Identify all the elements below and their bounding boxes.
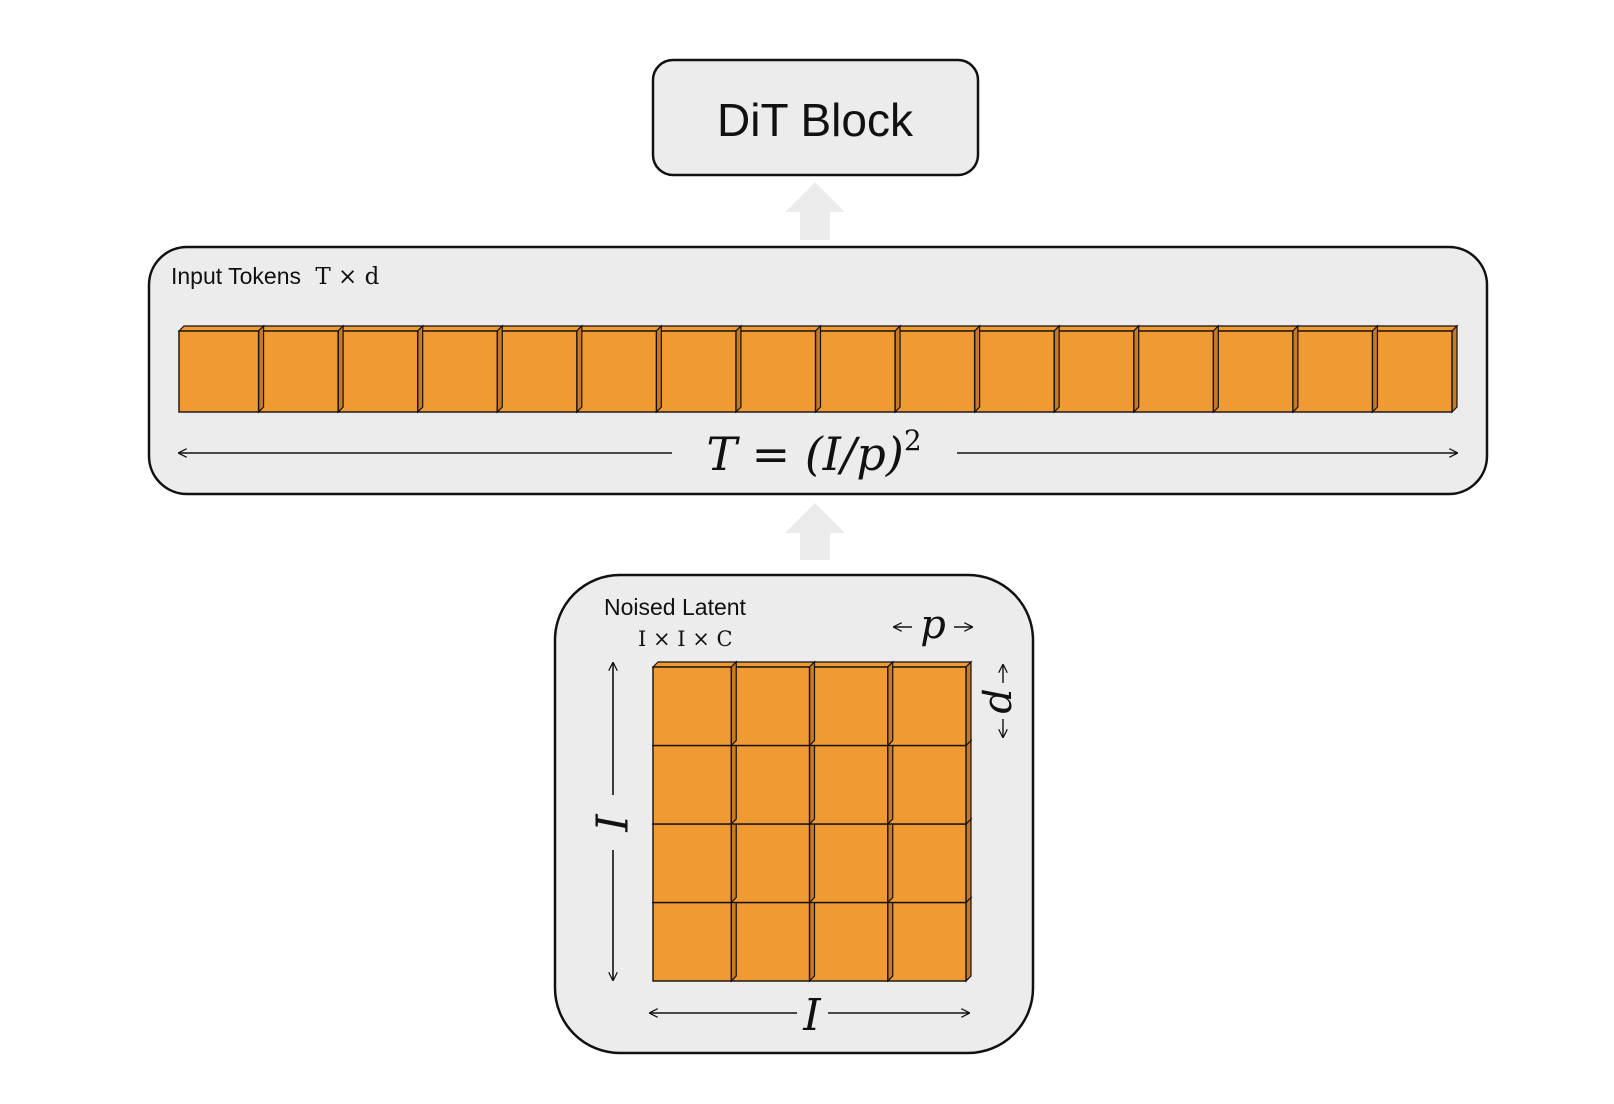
patch-height-label: p (980, 688, 1026, 714)
token-cube (416, 324, 504, 414)
latent-patch (808, 896, 895, 983)
latent-patch (651, 896, 738, 983)
token-cube (257, 324, 345, 414)
token-cube (1211, 324, 1300, 414)
token-cube (1291, 324, 1379, 414)
token-cube (575, 324, 663, 414)
latent-patch (729, 660, 816, 747)
up-arrow-to-tokens (785, 503, 845, 560)
latent-patch (651, 660, 738, 747)
token-cube (1052, 324, 1141, 414)
latent-patch (651, 739, 738, 826)
noised-latent-title: Noised Latent (604, 594, 747, 620)
latent-patch (886, 660, 973, 747)
dit-block-label: DiT Block (717, 94, 914, 146)
token-cube (1370, 324, 1459, 414)
dit-block-box: DiT Block (651, 58, 980, 177)
latent-patch (729, 739, 816, 826)
input-tokens-panel: Input Tokens T × d T = (I/p)2 (147, 245, 1489, 496)
latent-patch (808, 739, 895, 826)
token-cube (734, 324, 822, 414)
token-cube (336, 324, 425, 414)
token-cube (814, 324, 902, 414)
latent-width-label: I (802, 990, 822, 1041)
latent-patch (651, 817, 738, 904)
latent-patch (729, 896, 816, 983)
latent-patch (886, 817, 973, 904)
token-cube (495, 324, 584, 414)
token-row (177, 324, 1459, 414)
token-cube (177, 324, 266, 414)
latent-grid (651, 660, 973, 983)
token-cube (973, 324, 1061, 414)
token-cube (654, 324, 743, 414)
token-cube (1132, 324, 1220, 414)
latent-patch (886, 739, 973, 826)
latent-height-label: I (588, 813, 639, 833)
latent-patch (729, 817, 816, 904)
latent-patch (808, 660, 895, 747)
up-arrow-to-dit (785, 182, 845, 240)
input-tokens-title: Input Tokens T × d (171, 263, 380, 290)
token-count-formula: T = (I/p)2 (706, 424, 921, 481)
patch-width-label: p (920, 602, 946, 648)
latent-patch (886, 896, 973, 983)
token-cube (893, 324, 982, 414)
noised-latent-panel: Noised Latent I × I × C I I p p (553, 573, 1035, 1055)
noised-latent-dims: I × I × C (638, 627, 733, 651)
latent-patch (808, 817, 895, 904)
